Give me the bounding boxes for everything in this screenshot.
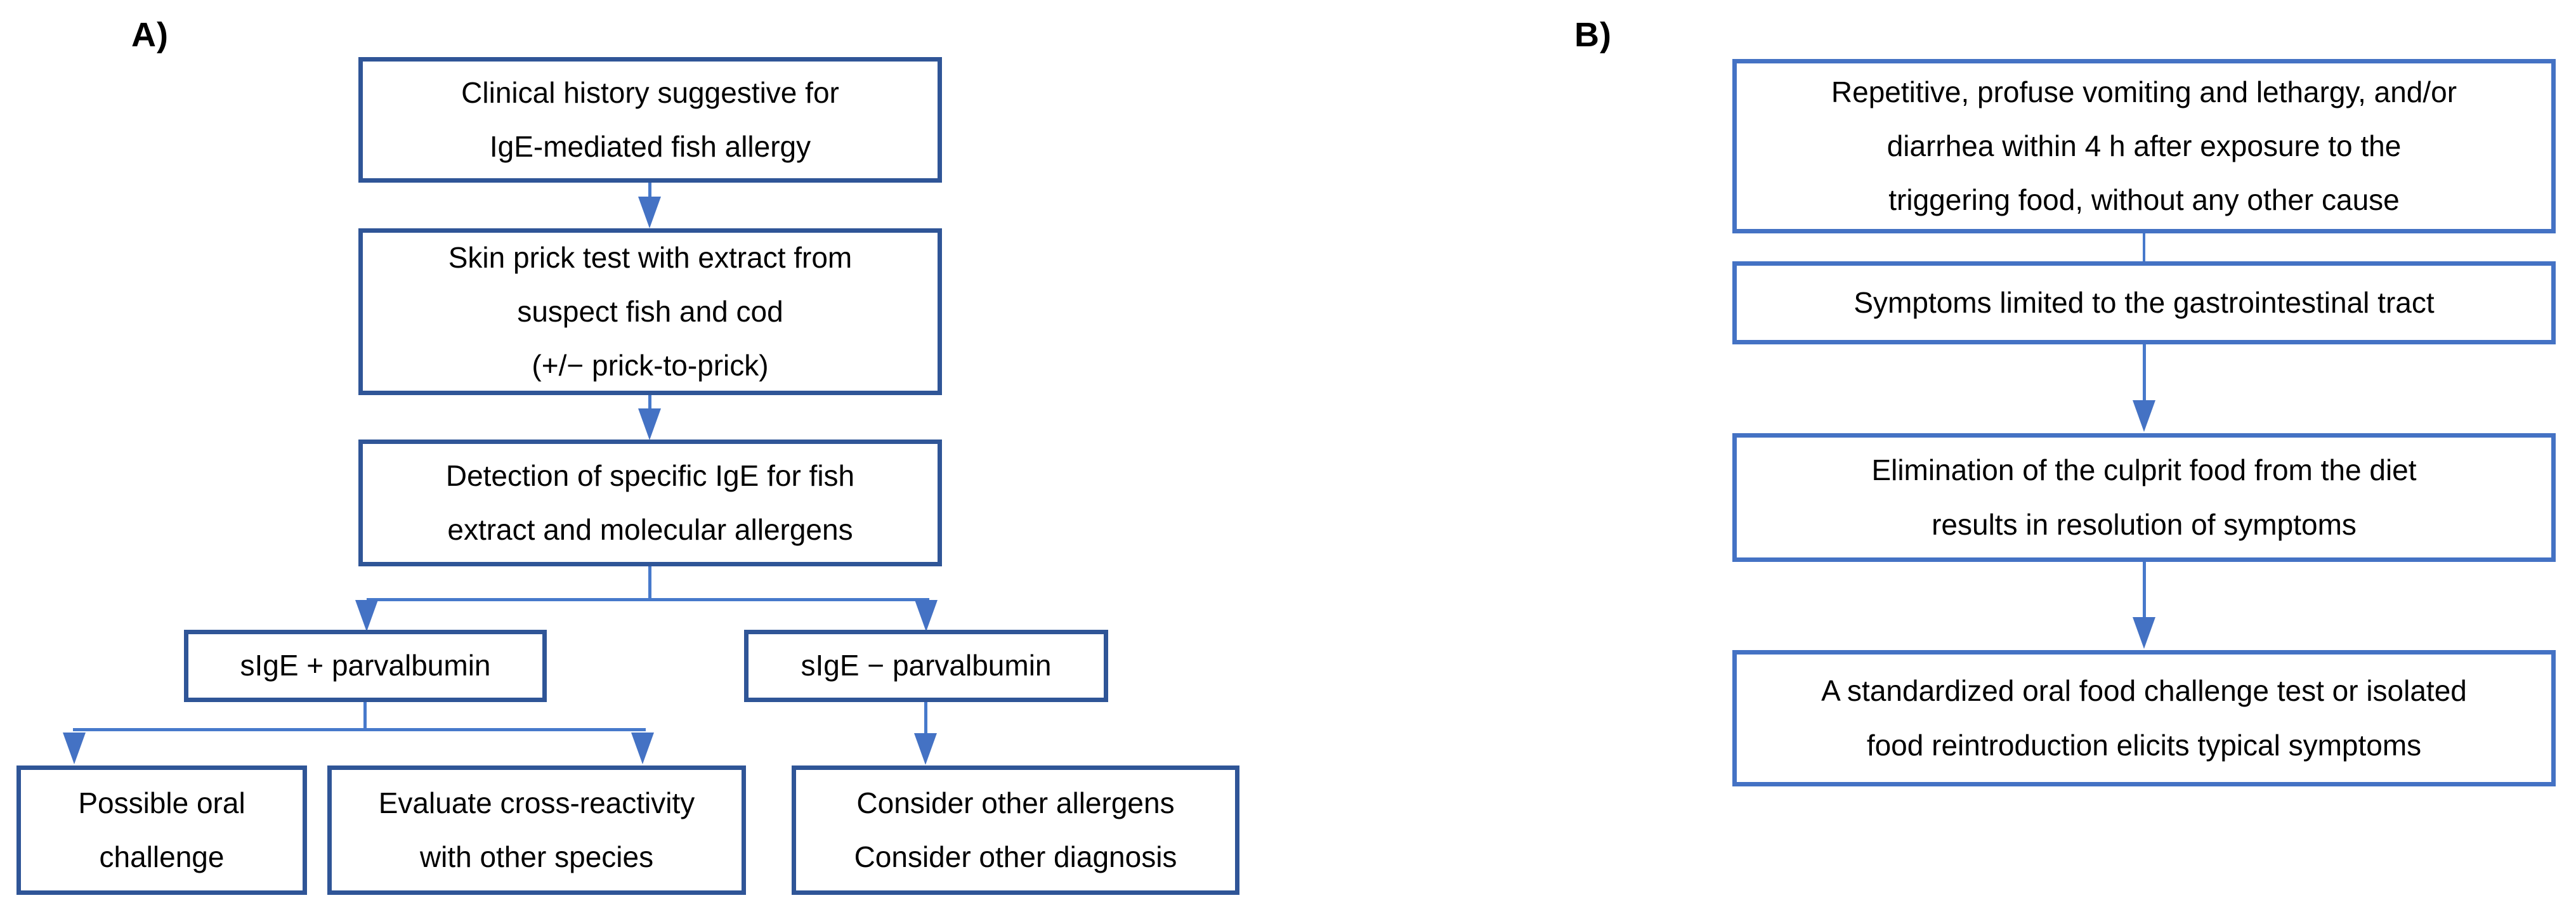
- connector-crossbar: [367, 598, 929, 601]
- box-sige-positive-parvalbumin: sIgE + parvalbumin: [184, 630, 547, 702]
- box-gi-limited: Symptoms limited to the gastrointestinal…: [1732, 261, 2556, 344]
- box-consider-other: Consider other allergens Consider other …: [792, 765, 1239, 895]
- box-possible-oral-challenge: Possible oral challenge: [16, 765, 307, 895]
- box-elimination-diet: Elimination of the culprit food from the…: [1732, 433, 2556, 562]
- arrow-down-icon: [914, 733, 937, 765]
- arrow-stem: [924, 702, 927, 735]
- arrow-stem: [648, 395, 651, 410]
- connector-stem: [363, 702, 367, 731]
- arrow-down-icon: [638, 197, 661, 228]
- arrow-stem: [2143, 344, 2146, 403]
- arrow-down-icon: [638, 408, 661, 440]
- panel-b-label: B): [1574, 16, 1612, 54]
- arrow-down-icon: [63, 733, 86, 764]
- panel-a-label: A): [131, 16, 169, 54]
- arrow-stem: [648, 183, 651, 199]
- box-vomiting-criteria: Repetitive, profuse vomiting and letharg…: [1732, 59, 2556, 233]
- arrow-down-icon: [2133, 400, 2155, 432]
- box-sige-negative-parvalbumin: sIgE − parvalbumin: [744, 630, 1108, 702]
- box-clinical-history: Clinical history suggestive for IgE-medi…: [358, 57, 942, 183]
- connector-stem: [2143, 233, 2145, 261]
- box-food-challenge: A standardized oral food challenge test …: [1732, 650, 2556, 786]
- arrow-down-icon: [2133, 617, 2155, 649]
- arrow-down-icon: [915, 600, 938, 632]
- arrow-stem: [2143, 562, 2146, 619]
- box-evaluate-cross-reactivity: Evaluate cross-reactivity with other spe…: [327, 765, 746, 895]
- connector-stem: [648, 566, 651, 601]
- arrow-down-icon: [631, 733, 654, 764]
- box-skin-prick-test: Skin prick test with extract from suspec…: [358, 228, 942, 395]
- connector-crossbar: [73, 728, 646, 731]
- box-detection-sige: Detection of specific IgE for fish extra…: [358, 440, 942, 566]
- arrow-down-icon: [355, 600, 378, 632]
